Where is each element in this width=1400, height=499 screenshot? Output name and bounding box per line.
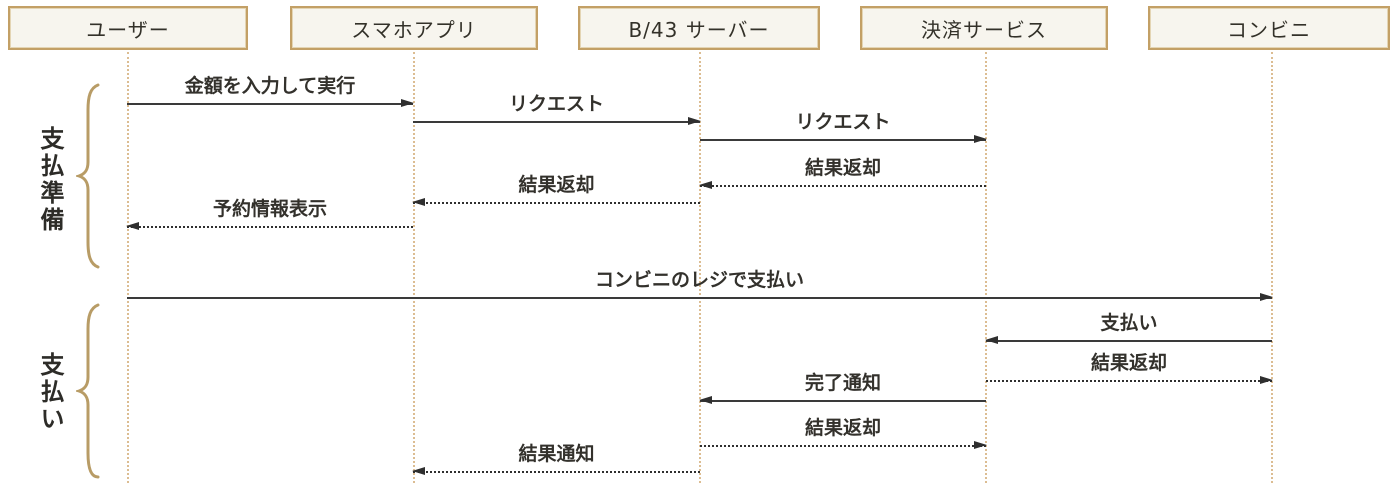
message-label: 支払い [1100,312,1158,334]
actor-label: スマホアプリ [351,17,477,42]
group-label-payment: 支払い [36,352,64,433]
arrowhead-right-icon [1260,376,1273,384]
actor-label: 決済サービス [921,17,1047,42]
brace-icon [76,303,100,479]
lifeline-user [127,52,129,483]
arrowhead-right-icon [1260,293,1273,301]
actor-label: B/43 サーバー [628,17,770,42]
message-label: リクエスト [508,93,604,115]
message-line [413,121,700,123]
arrowhead-right-icon [974,135,987,143]
lifeline-payment-service [985,52,987,483]
message-label: コンビニのレジで支払い [594,269,804,291]
message-line [127,226,413,228]
arrowhead-left-icon [699,181,712,189]
arrowhead-left-icon [412,198,425,206]
message-label: 完了通知 [804,372,881,394]
message-label: 結果返却 [518,174,595,196]
arrowhead-left-icon [412,467,425,475]
actor-label: ユーザー [86,17,170,42]
message-line [700,400,986,402]
lifeline-convenience-store [1271,52,1273,483]
message-line [413,202,700,204]
message-label: 予約情報表示 [212,198,327,220]
message-line [413,471,700,473]
arrowhead-left-icon [126,222,139,230]
message-line [127,103,413,105]
brace-icon [76,83,100,269]
message-label: 結果返却 [804,417,881,439]
arrowhead-right-icon [401,99,414,107]
message-line [986,380,1272,382]
message-line [700,445,986,447]
actor-box-convenience-store: コンビニ [1148,6,1390,50]
message-label: 金額を入力して実行 [184,75,356,97]
message-label: リクエスト [795,111,891,133]
actor-box-payment-service: 決済サービス [860,6,1108,50]
message-line [700,185,986,187]
message-line [986,340,1272,342]
actor-box-b43-server: B/43 サーバー [578,6,820,50]
message-label: 結果返却 [804,157,881,179]
message-line [127,297,1272,299]
lifeline-b43-server [699,52,701,483]
actor-box-smartphone-app: スマホアプリ [290,6,538,50]
lifeline-smartphone-app [413,52,415,483]
actor-box-user: ユーザー [8,6,248,50]
message-label: 結果返却 [1090,352,1167,374]
actor-label: コンビニ [1227,17,1311,42]
arrowhead-left-icon [985,336,998,344]
group-label-payment-preparation: 支払準備 [36,126,64,234]
arrowhead-right-icon [688,117,701,125]
arrowhead-left-icon [699,396,712,404]
message-line [700,139,986,141]
message-label: 結果通知 [518,443,595,465]
arrowhead-right-icon [974,441,987,449]
